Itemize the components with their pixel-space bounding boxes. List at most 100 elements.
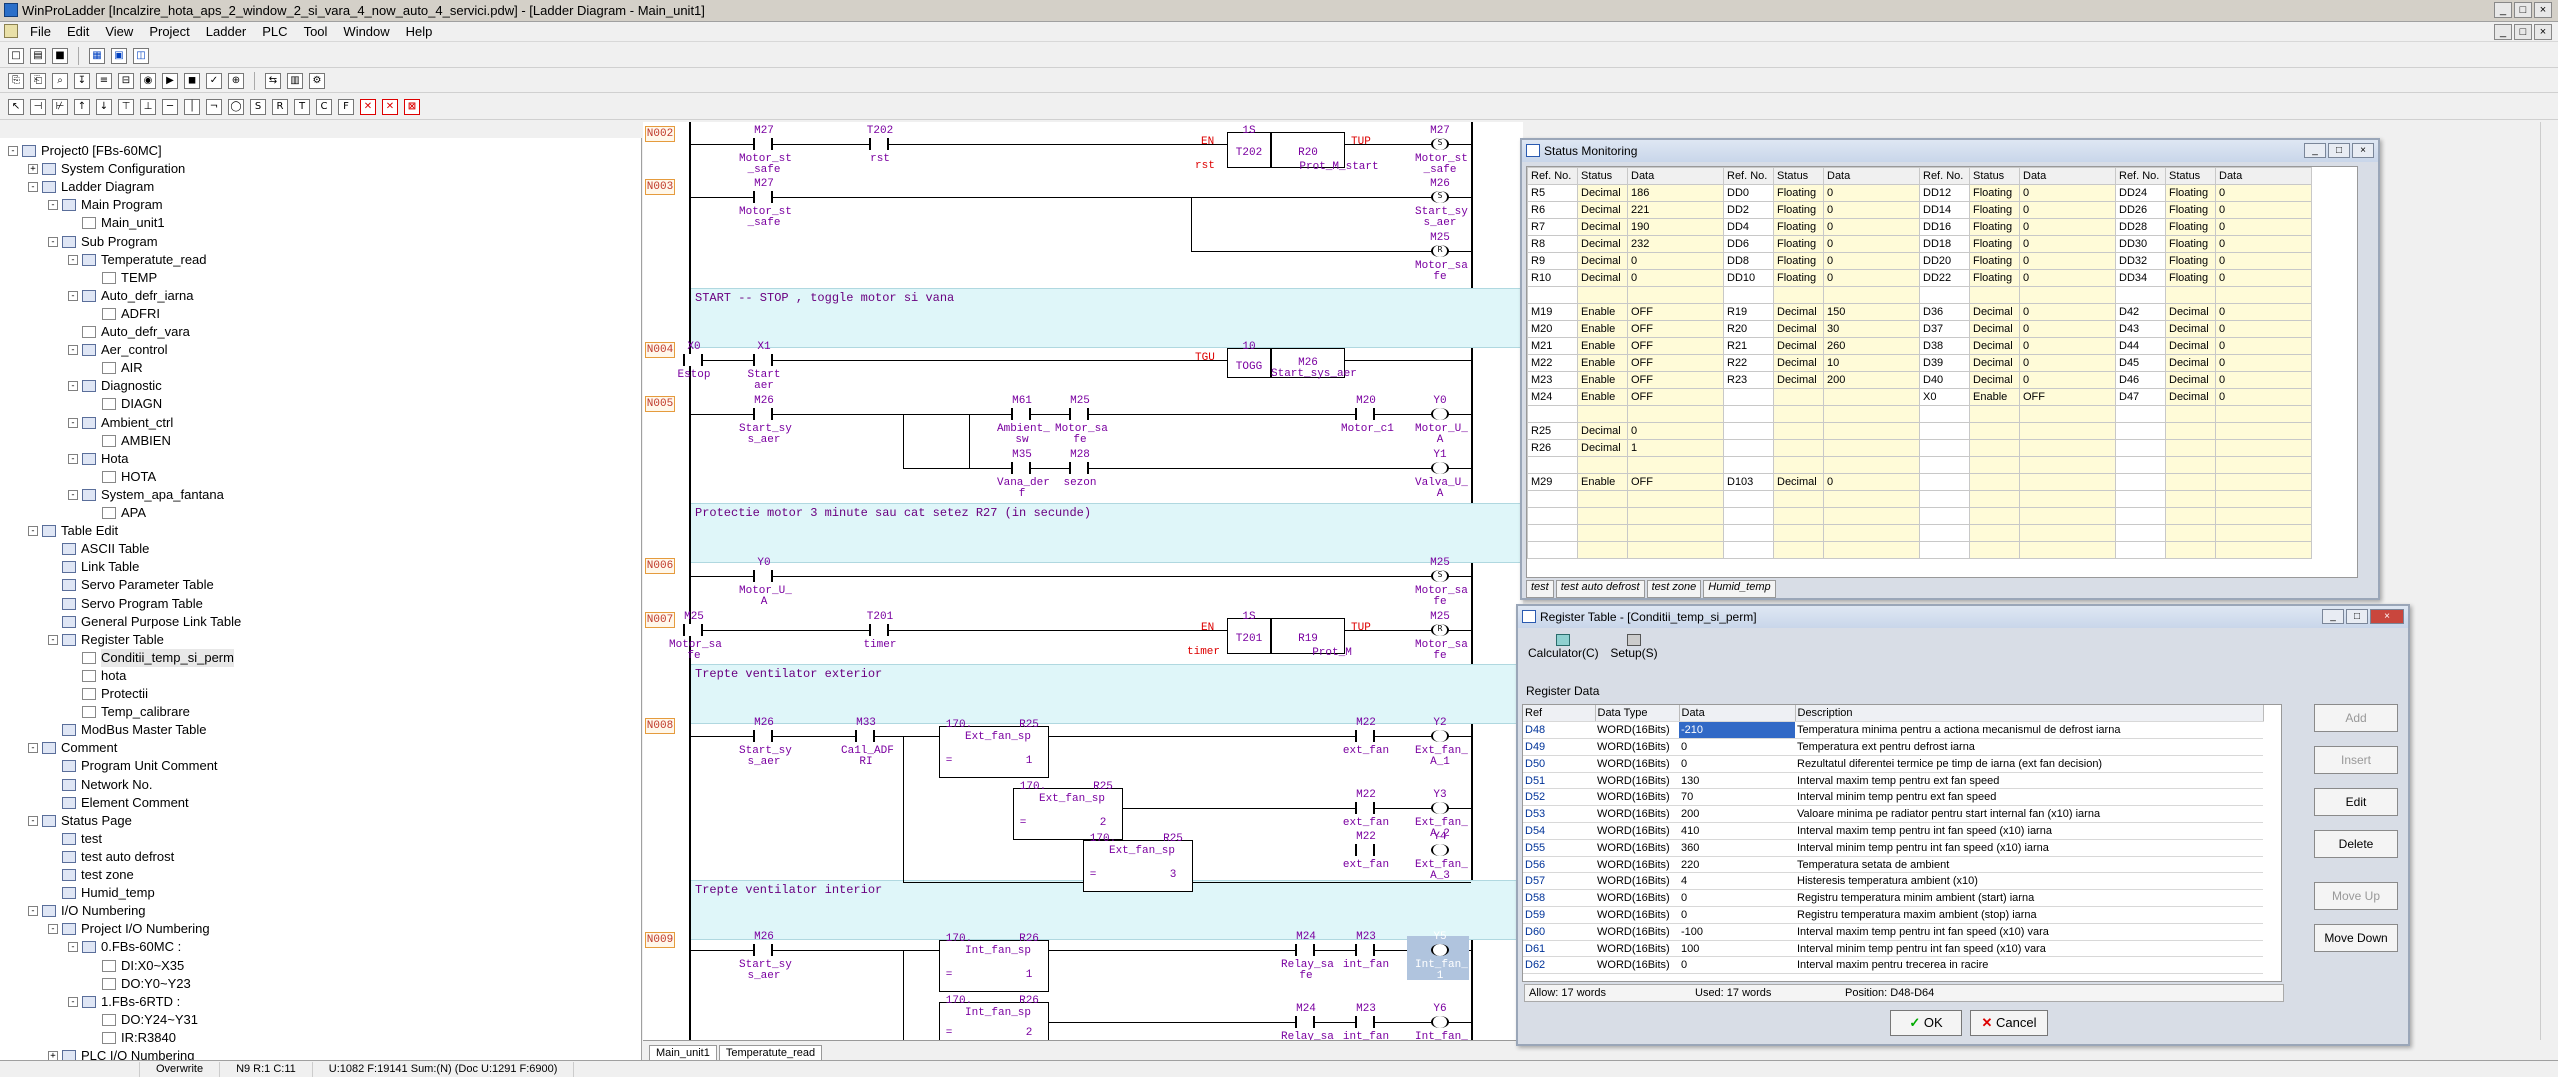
insert-button[interactable]: Insert xyxy=(2314,746,2398,774)
table-cell[interactable]: R10 xyxy=(1527,269,1578,287)
table-cell[interactable] xyxy=(1773,541,1824,559)
table-cell[interactable] xyxy=(1969,541,2020,559)
table-cell[interactable]: WORD(16Bits) xyxy=(1595,940,1679,958)
network-comment[interactable]: Trepte ventilator exterior xyxy=(691,664,1523,724)
table-cell[interactable]: R26 xyxy=(1527,439,1578,457)
table-cell[interactable] xyxy=(2019,286,2116,304)
table-cell[interactable] xyxy=(1773,439,1824,457)
table-cell[interactable] xyxy=(2165,507,2216,525)
output-coil-y6[interactable] xyxy=(1431,1016,1449,1028)
table-cell[interactable] xyxy=(1527,490,1578,508)
table-cell[interactable] xyxy=(1823,524,1920,542)
find-icon[interactable]: ⌕ xyxy=(52,72,68,89)
goto-icon[interactable]: ↧ xyxy=(74,72,90,89)
table-cell[interactable]: R7 xyxy=(1527,218,1578,236)
table-cell[interactable]: 30 xyxy=(1823,320,1920,338)
table-cell[interactable] xyxy=(1823,456,1920,474)
delete-line-icon[interactable]: ✕ xyxy=(382,98,398,115)
collapse-icon[interactable]: - xyxy=(68,489,78,500)
table-cell[interactable]: Decimal xyxy=(2165,388,2216,406)
table-cell[interactable] xyxy=(2215,507,2312,525)
table-cell[interactable]: 0 xyxy=(1823,201,1920,219)
table-cell[interactable]: 150 xyxy=(1823,303,1920,321)
table-cell[interactable]: D56 xyxy=(1523,856,1595,874)
table-cell[interactable]: R23 xyxy=(1723,371,1774,389)
table-cell[interactable] xyxy=(2019,524,2116,542)
table-cell[interactable]: D62 xyxy=(1523,956,1595,975)
reset-coil-m25[interactable]: R xyxy=(1431,245,1449,257)
table-cell[interactable]: Interval maxim temp pentru ext fan speed xyxy=(1795,772,2263,790)
tree-node[interactable]: -Comment xyxy=(28,739,117,757)
table-cell[interactable]: R19 xyxy=(1723,303,1774,321)
table-cell[interactable]: DD26 xyxy=(2115,201,2166,219)
table-cell[interactable]: 0 xyxy=(1679,906,1795,924)
table-cell[interactable]: Enable xyxy=(1577,388,1628,406)
table-cell[interactable]: WORD(16Bits) xyxy=(1595,755,1679,773)
table-cell[interactable]: M23 xyxy=(1527,371,1578,389)
table-cell[interactable]: Floating xyxy=(2165,218,2216,236)
tree-node[interactable]: DO:Y0~Y23 xyxy=(88,975,191,993)
mdi-minimize-button[interactable]: _ xyxy=(2494,24,2512,40)
network-comment[interactable]: START -- STOP , toggle motor si vana xyxy=(691,288,1523,348)
collapse-icon[interactable]: - xyxy=(28,815,38,826)
nc-contact-m23[interactable] xyxy=(1355,1016,1375,1028)
table-cell[interactable]: D38 xyxy=(1919,337,1970,355)
table-cell[interactable]: Registru temperatura maxim ambient (stop… xyxy=(1795,906,2263,924)
nc-contact-m22[interactable] xyxy=(1355,844,1375,856)
tree-node[interactable]: -Register Table xyxy=(48,631,164,649)
table-cell[interactable]: -100 xyxy=(1679,923,1795,941)
column-header[interactable]: Description xyxy=(1795,705,2264,723)
table-cell[interactable]: 0 xyxy=(1679,889,1795,908)
table-cell[interactable]: Interval maxim temp pentru int fan speed… xyxy=(1795,822,2263,840)
tree-node[interactable]: -Status Page xyxy=(28,812,132,830)
table-cell[interactable]: 0 xyxy=(2019,269,2116,287)
tree-node[interactable]: hota xyxy=(68,667,126,685)
tree-node[interactable]: -Ladder Diagram xyxy=(28,178,154,196)
edit-button[interactable]: Edit xyxy=(2314,788,2398,816)
table-cell[interactable]: D54 xyxy=(1523,822,1595,840)
tree-node[interactable]: -Ambient_ctrl xyxy=(68,414,173,432)
collapse-icon[interactable]: - xyxy=(28,743,38,754)
paste-icon[interactable]: ⎗ xyxy=(30,72,46,89)
table-cell[interactable] xyxy=(1527,456,1578,474)
table-cell[interactable]: Decimal xyxy=(1773,337,1824,355)
tree-node[interactable]: ModBus Master Table xyxy=(48,721,207,739)
table-cell[interactable]: 0 xyxy=(2019,184,2116,202)
compare-block-3[interactable] xyxy=(1083,840,1193,892)
set-coil-icon[interactable]: S xyxy=(250,98,266,115)
close-button[interactable]: × xyxy=(2534,2,2552,18)
table-cell[interactable]: Floating xyxy=(1969,252,2020,270)
table-cell[interactable]: 0 xyxy=(2019,201,2116,219)
table-cell[interactable] xyxy=(2165,541,2216,559)
table-cell[interactable]: Decimal xyxy=(1969,303,2020,321)
nc-contact-x0[interactable] xyxy=(683,354,703,366)
table-cell[interactable] xyxy=(2215,456,2312,474)
tree-node[interactable]: -Table Edit xyxy=(28,522,118,540)
table-cell[interactable]: D36 xyxy=(1919,303,1970,321)
table-cell[interactable]: 100 xyxy=(1679,940,1795,958)
table-cell[interactable]: WORD(16Bits) xyxy=(1595,889,1679,908)
table-cell[interactable]: WORD(16Bits) xyxy=(1595,872,1679,891)
table-cell[interactable] xyxy=(1577,490,1628,508)
table-cell[interactable] xyxy=(2215,422,2312,440)
table-row[interactable] xyxy=(1527,490,2312,508)
table-cell[interactable] xyxy=(1723,286,1774,304)
column-header[interactable]: Data xyxy=(2019,167,2116,185)
table-cell[interactable]: Floating xyxy=(2165,201,2216,219)
table-cell[interactable]: M21 xyxy=(1527,337,1578,355)
compile-icon[interactable]: ✓ xyxy=(206,72,222,89)
table-cell[interactable] xyxy=(1723,388,1774,406)
tree-node[interactable]: AIR xyxy=(88,359,143,377)
table-cell[interactable]: Interval maxim temp pentru int fan speed… xyxy=(1795,923,2263,941)
tree-node[interactable]: Program Unit Comment xyxy=(48,757,218,775)
